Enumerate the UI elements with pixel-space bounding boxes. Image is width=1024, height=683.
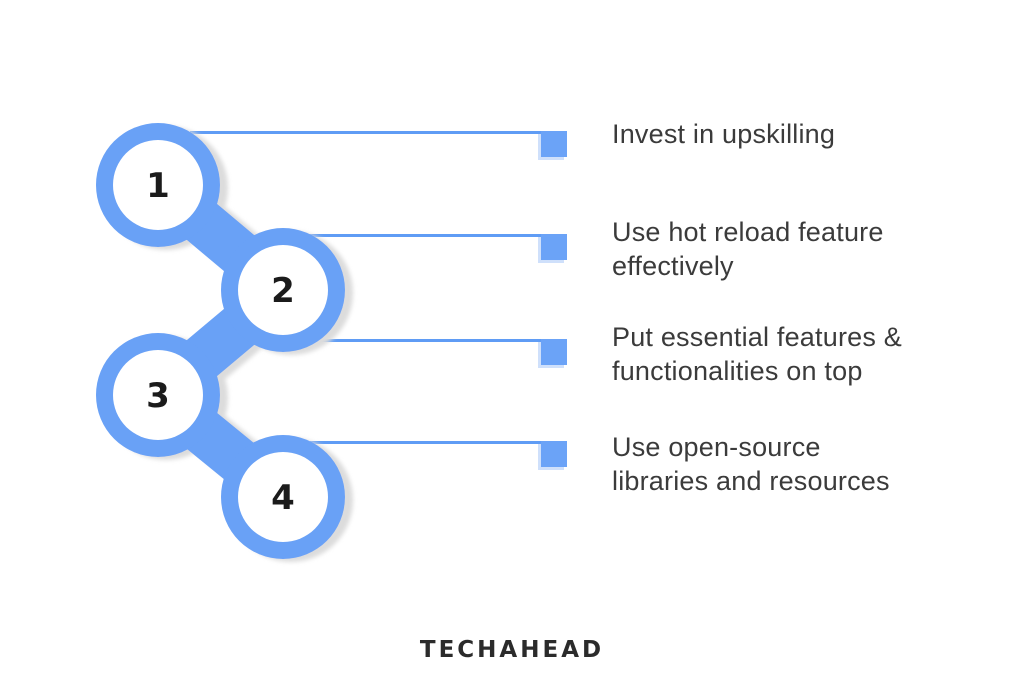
step-label-4: Use open-source libraries and resources (612, 432, 890, 496)
node-number-4: 4 (271, 478, 295, 518)
node-inner-circles (113, 140, 328, 542)
connector-square-1 (541, 131, 567, 157)
connector-line-1 (190, 131, 566, 134)
connector-square-2 (541, 234, 567, 260)
node-inner-circle-3 (113, 350, 203, 440)
node-inner-circle-2 (238, 245, 328, 335)
connector-square-4 (541, 441, 567, 467)
step-label-2: Use hot reload feature effectively (612, 217, 884, 281)
connector-line-4 (310, 441, 566, 444)
connector-line-2 (306, 234, 566, 237)
node-number-1: 1 (146, 166, 170, 206)
techahead-logo: TECHAHEAD (419, 637, 605, 663)
step-label-1: Invest in upskilling (612, 119, 836, 149)
step-label-3: Put essential features & functionalities… (612, 322, 902, 386)
node-number-3: 3 (146, 376, 170, 416)
connector-square-3 (541, 339, 567, 365)
connector-line-3 (310, 339, 566, 342)
node-inner-circle-4 (238, 452, 328, 542)
node-number-2: 2 (271, 271, 295, 311)
node-inner-circle-1 (113, 140, 203, 230)
node-numbers: 1 2 3 4 (146, 166, 295, 518)
chain-link-path (134, 167, 307, 516)
connector-lines (190, 131, 566, 444)
